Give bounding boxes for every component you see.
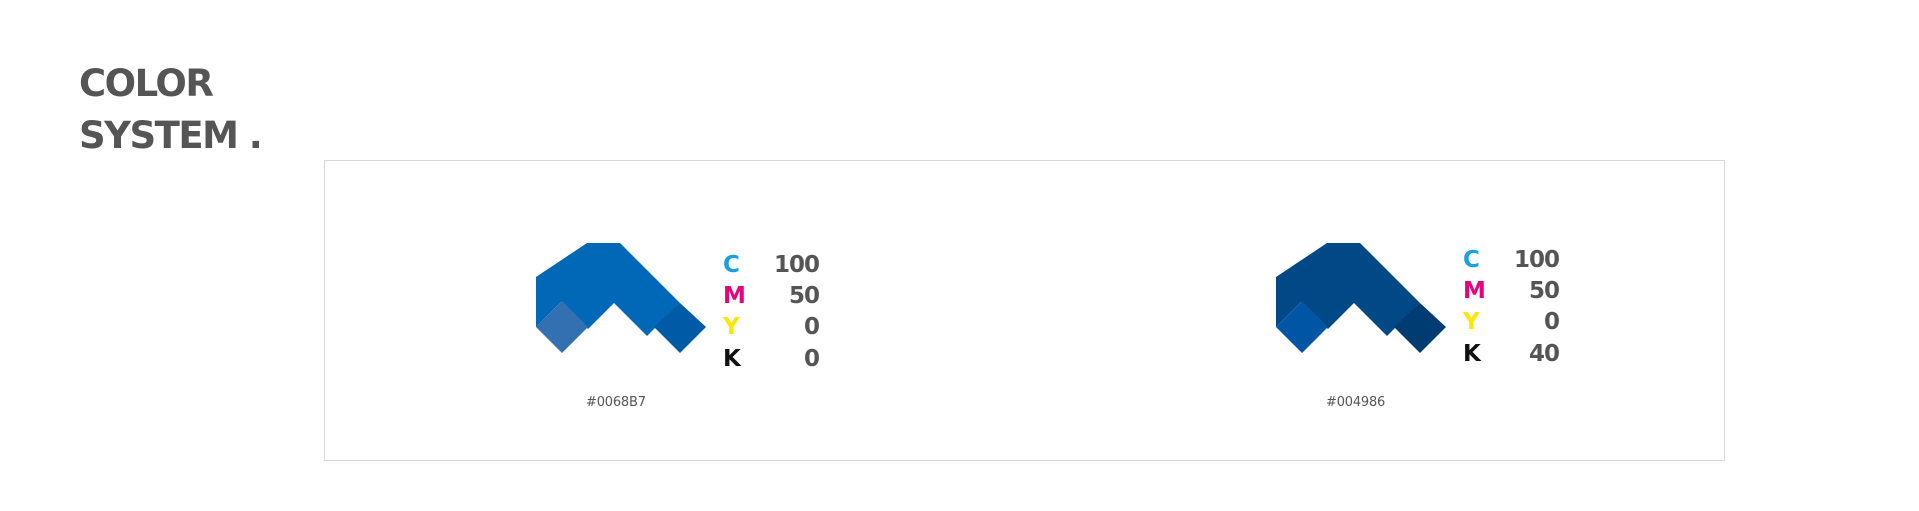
logo-mark-right-facet [654, 303, 706, 353]
cmyk-value-y: 0 [1543, 309, 1560, 336]
cmyk-letter-k: K [723, 345, 741, 372]
cmyk-letter-k: K [1463, 340, 1481, 367]
cmyk-letter-c: C [1463, 246, 1480, 273]
logo-mark-left-facet [536, 301, 588, 353]
page-title-line-1: COLOR [79, 62, 214, 105]
cmyk-row-y: Y 0 [1463, 307, 1560, 338]
cmyk-values-list: C 100 M 50 Y 0 K 40 [1463, 244, 1560, 369]
cmyk-row-k: K 40 [1463, 338, 1560, 369]
cmyk-value-c: 100 [1513, 246, 1560, 273]
cmyk-value-k: 40 [1528, 340, 1560, 367]
cmyk-value-y: 0 [803, 314, 820, 341]
cmyk-row-c: C 100 [723, 249, 820, 280]
hex-code-label: #004986 [1326, 395, 1386, 410]
logo-mark-icon [536, 243, 706, 353]
cmyk-letter-y: Y [723, 314, 740, 341]
cmyk-row-c: C 100 [1463, 244, 1560, 275]
cmyk-letter-c: C [723, 251, 740, 278]
cmyk-value-m: 50 [1528, 277, 1560, 304]
page-title: COLOR SYSTEM . [79, 58, 263, 162]
cmyk-value-c: 100 [773, 251, 820, 278]
cmyk-letter-y: Y [1463, 309, 1480, 336]
cmyk-row-y: Y 0 [723, 312, 820, 343]
cmyk-letter-m: M [723, 282, 746, 309]
page-title-line-2: SYSTEM . [79, 114, 263, 157]
logo-mark-right-facet [1394, 303, 1446, 353]
logo-mark-left-facet [1276, 301, 1328, 353]
logo-mark-icon [1276, 243, 1446, 353]
cmyk-value-m: 50 [788, 282, 820, 309]
color-swatch-panel: C 100 M 50 Y 0 K 0 #0068B7 [324, 160, 1725, 461]
hex-code-label: #0068B7 [586, 395, 646, 410]
cmyk-values-list: C 100 M 50 Y 0 K 0 [723, 249, 820, 374]
cmyk-letter-m: M [1463, 277, 1486, 304]
cmyk-value-k: 0 [803, 345, 820, 372]
cmyk-row-m: M 50 [723, 280, 820, 311]
cmyk-row-m: M 50 [1463, 275, 1560, 306]
cmyk-row-k: K 0 [723, 343, 820, 374]
